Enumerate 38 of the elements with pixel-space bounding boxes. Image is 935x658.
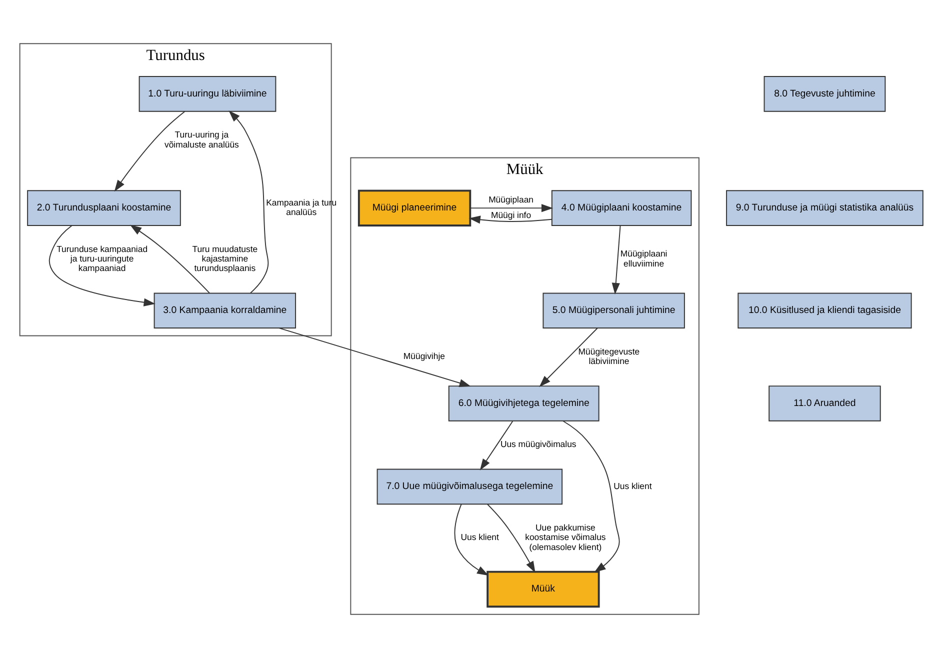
node-box: 3.0 Kampaania korraldamine bbox=[154, 292, 296, 329]
edge-label: Turu muudatuste kajastamine turundusplaanis bbox=[192, 244, 258, 274]
node-box: 6.0 Müügivihjetega tegelemine bbox=[448, 386, 600, 422]
node-box: 11.0 Aruanded bbox=[768, 386, 881, 422]
arrow bbox=[114, 110, 186, 192]
arrow bbox=[562, 420, 620, 572]
node-box: 9.0 Turunduse ja müügi statistika analüüs bbox=[726, 190, 924, 226]
edge-label: Uus müügivõimalus bbox=[500, 439, 576, 450]
edge-label: Müügiplaan bbox=[488, 194, 534, 204]
arrow bbox=[278, 328, 472, 387]
node-box: Müügi planeerimine bbox=[358, 190, 472, 226]
node-box: 4.0 Müügiplaani koostamine bbox=[551, 190, 692, 226]
arrow bbox=[130, 224, 210, 294]
edge-label: Turu-uuring ja võimaluste analüüs bbox=[164, 130, 239, 150]
edge-label: Müügiplaani elluviimine bbox=[620, 248, 668, 268]
arrow bbox=[228, 110, 269, 294]
arrow bbox=[612, 225, 621, 294]
arrow bbox=[480, 420, 514, 470]
arrow bbox=[487, 504, 536, 573]
node-box: Müük bbox=[486, 570, 600, 608]
node-box: 1.0 Turu-uuringu läbiviimine bbox=[138, 76, 276, 112]
arrow bbox=[454, 504, 489, 576]
edge-label: Turunduse kampaaniad ja turu-uuringute kampaaniad bbox=[56, 244, 148, 274]
arrow bbox=[48, 225, 156, 306]
edge-label: Müügi info bbox=[490, 210, 532, 220]
arrow bbox=[539, 328, 598, 387]
node-box: 8.0 Tegevuste juhtimine bbox=[764, 76, 886, 112]
node-box: 2.0 Turundusplaani koostamine bbox=[27, 190, 181, 226]
node-box: 5.0 Müügipersonali juhtimine bbox=[542, 292, 685, 329]
edge-label: Uue pakkumise koostamise võimalus (olemasolev klient) bbox=[525, 522, 606, 552]
edge-label: Müügitegevuste läbiviimine bbox=[578, 346, 640, 366]
node-box: 10.0 Küsitlused ja kliendi tagasiside bbox=[738, 292, 912, 329]
edge-label: Müügivihje bbox=[403, 351, 445, 362]
edge-label: Uus klient bbox=[460, 532, 499, 542]
edge-label: Uus klient bbox=[614, 480, 652, 491]
arrow bbox=[470, 204, 554, 212]
node-box: 7.0 Uue müügivõimalusega tegelemine bbox=[376, 468, 563, 505]
arrow bbox=[468, 216, 552, 224]
